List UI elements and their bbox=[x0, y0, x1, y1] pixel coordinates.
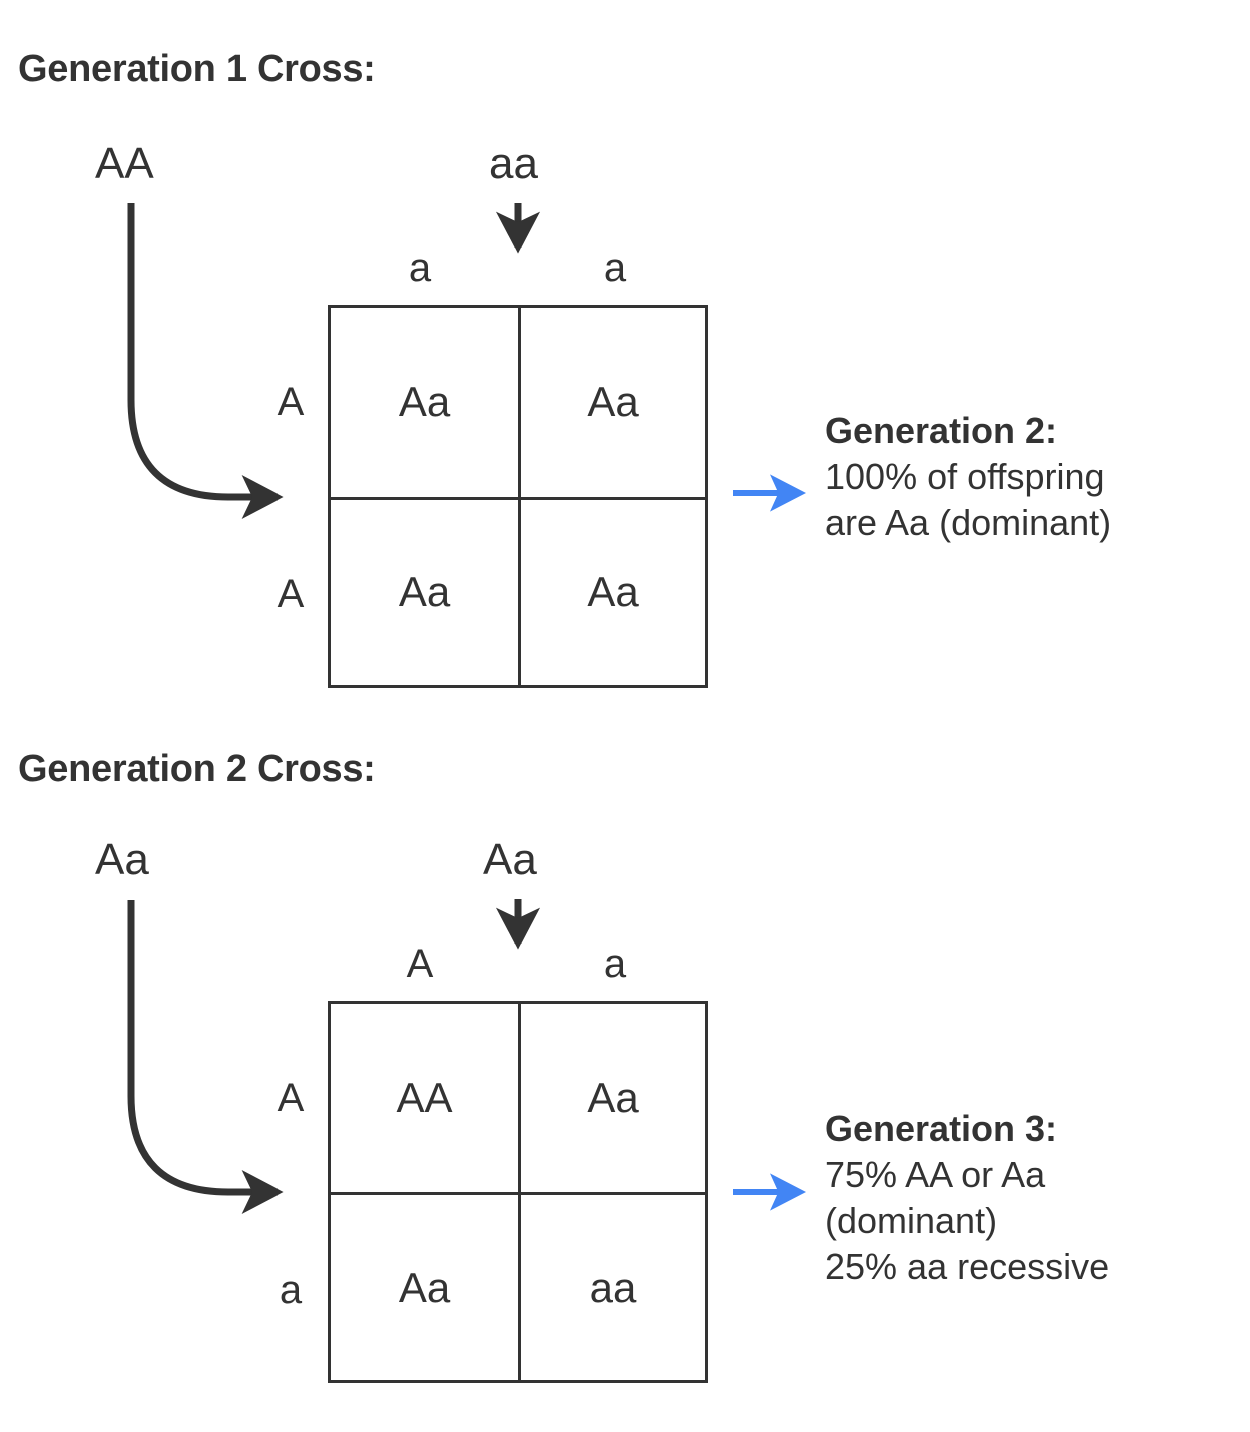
section-1-col-header-1: a bbox=[603, 246, 627, 290]
section-2-col-header-1: a bbox=[603, 942, 627, 986]
punnett-cell-2-r0c1: Aa bbox=[518, 1004, 705, 1192]
punnett-grid-generation-2: AA Aa Aa aa bbox=[328, 1001, 708, 1383]
result-line-generation-2-0: 100% of offspring bbox=[825, 456, 1105, 498]
section-1-col-header-0: a bbox=[408, 246, 432, 290]
curved-arrow-parent-left-generation-1 bbox=[127, 203, 284, 520]
section-1-parent-top-label: aa bbox=[489, 139, 538, 188]
result-line-generation-3-1: (dominant) bbox=[825, 1200, 998, 1242]
result-title-generation-2: Generation 2: bbox=[825, 410, 1058, 451]
result-line-generation-2-1: are Aa (dominant) bbox=[825, 502, 1112, 544]
result-line-generation-3-0: 75% AA or Aa bbox=[825, 1154, 1046, 1196]
punnett-grid-generation-1: Aa Aa Aa Aa bbox=[328, 305, 708, 688]
result-line-generation-3-2: 25% aa recessive bbox=[825, 1246, 1110, 1288]
section-1-row-header-1: A bbox=[277, 572, 305, 616]
section-2-col-header-0: A bbox=[406, 942, 434, 986]
section-2-parent-left-label: Aa bbox=[95, 835, 149, 884]
result-title-generation-3: Generation 3: bbox=[825, 1108, 1058, 1149]
punnett-cell-1-r1c1: Aa bbox=[518, 496, 705, 685]
punnett-cell-1-r1c0: Aa bbox=[331, 496, 518, 686]
curved-arrow-parent-left-generation-2 bbox=[127, 900, 284, 1215]
section-2-parent-top-label: Aa bbox=[483, 835, 537, 884]
section-1-parent-left-label: AA bbox=[95, 139, 154, 188]
section-2-row-header-0: A bbox=[277, 1076, 305, 1120]
section-2-row-header-1: a bbox=[279, 1268, 303, 1312]
punnett-cell-2-r1c1: aa bbox=[518, 1192, 705, 1380]
punnett-cell-1-r0c1: Aa bbox=[518, 308, 705, 497]
result-block-generation-3: Generation 3: 75% AA or Aa (dominant) 25… bbox=[825, 1106, 1245, 1290]
section-1-row-header-0: A bbox=[277, 380, 305, 424]
result-block-generation-2: Generation 2: 100% of offspring are Aa (… bbox=[825, 408, 1245, 546]
punnett-cell-2-r0c0: AA bbox=[396, 1074, 453, 1121]
punnett-cell-2-r1c0: Aa bbox=[331, 1192, 518, 1380]
section-1-heading: Generation 1 Cross: bbox=[18, 48, 376, 90]
punnett-cell-1-r0c0: Aa bbox=[398, 378, 451, 426]
section-2-heading: Generation 2 Cross: bbox=[18, 748, 376, 790]
